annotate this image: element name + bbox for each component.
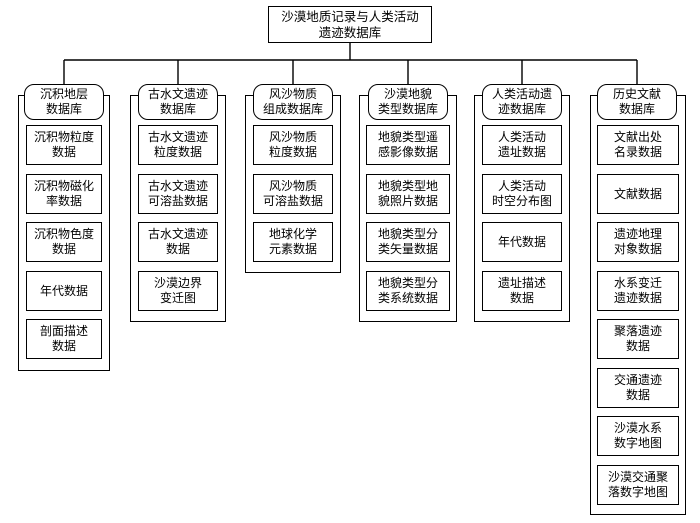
- db-item-label: 遗迹地理 对象数据: [613, 227, 662, 256]
- root-label: 沙漠地质记录与人类活动 遗迹数据库: [281, 8, 419, 40]
- db-item: 剖面描述 数据: [26, 319, 102, 359]
- db-item-label: 遗址描述 数据: [497, 276, 546, 305]
- db-item: 交通遗迹 数据: [597, 368, 679, 408]
- db-item: 地貌类型地 貌照片数据: [366, 174, 450, 214]
- db-item-label: 文献数据: [613, 186, 662, 201]
- db-header-2: 风沙物质 组成数据库: [253, 84, 333, 120]
- db-item-label: 文献出处 名录数据: [613, 130, 662, 159]
- db-item: 人类活动 遗址数据: [482, 125, 562, 165]
- db-header-3: 沙漠地貌 类型数据库: [368, 84, 448, 120]
- db-item-label: 人类活动 时空分布图: [491, 179, 552, 208]
- db-title: 沙漠地貌 类型数据库: [377, 87, 438, 116]
- db-item: 年代数据: [482, 222, 562, 262]
- db-item: 聚落遗迹 数据: [597, 319, 679, 359]
- db-item-label: 地貌类型分 类矢量数据: [377, 227, 438, 256]
- db-item: 沙漠交通聚 落数字地图: [597, 465, 679, 505]
- db-item-label: 交通遗迹 数据: [613, 373, 662, 402]
- db-item-label: 古水文遗迹 数据: [147, 227, 208, 256]
- db-item-label: 风沙物质 可溶盐数据: [262, 179, 323, 208]
- db-item: 文献数据: [597, 174, 679, 214]
- db-header-1: 古水文遗迹 数据库: [138, 84, 218, 120]
- db-item-label: 沉积物粒度 数据: [33, 130, 94, 159]
- db-item: 沙漠边界 变迁图: [138, 271, 218, 311]
- db-item-label: 古水文遗迹 粒度数据: [147, 130, 208, 159]
- db-item: 地貌类型分 类系统数据: [366, 271, 450, 311]
- db-header-4: 人类活动遗 迹数据库: [482, 84, 562, 120]
- db-item: 沙漠水系 数字地图: [597, 416, 679, 456]
- db-item: 人类活动 时空分布图: [482, 174, 562, 214]
- db-item: 遗迹地理 对象数据: [597, 222, 679, 262]
- db-title: 历史文献 数据库: [612, 87, 661, 116]
- db-item: 地貌类型遥 感影像数据: [366, 125, 450, 165]
- db-title: 风沙物质 组成数据库: [262, 87, 323, 116]
- db-item-label: 地貌类型遥 感影像数据: [377, 130, 438, 159]
- root-node: 沙漠地质记录与人类活动 遗迹数据库: [268, 6, 432, 43]
- db-item-label: 水系变迁 遗迹数据: [613, 276, 662, 305]
- db-item: 地貌类型分 类矢量数据: [366, 222, 450, 262]
- db-item-label: 沙漠交通聚 落数字地图: [607, 470, 668, 499]
- db-item: 风沙物质 粒度数据: [253, 125, 333, 165]
- db-item-label: 风沙物质 粒度数据: [268, 130, 317, 159]
- db-item: 沉积物磁化 率数据: [26, 174, 102, 214]
- db-item: 风沙物质 可溶盐数据: [253, 174, 333, 214]
- db-item: 文献出处 名录数据: [597, 125, 679, 165]
- db-item-label: 聚落遗迹 数据: [613, 324, 662, 353]
- db-item: 遗址描述 数据: [482, 271, 562, 311]
- db-item-label: 年代数据: [39, 283, 88, 298]
- db-item: 古水文遗迹 可溶盐数据: [138, 174, 218, 214]
- db-item-label: 沙漠水系 数字地图: [613, 421, 662, 450]
- db-title: 沉积地层 数据库: [39, 87, 88, 116]
- db-item: 沉积物色度 数据: [26, 222, 102, 262]
- db-item-label: 地貌类型分 类系统数据: [377, 276, 438, 305]
- db-item-label: 沉积物磁化 率数据: [33, 179, 94, 208]
- db-title: 古水文遗迹 数据库: [147, 87, 208, 116]
- db-item-label: 古水文遗迹 可溶盐数据: [147, 179, 208, 208]
- db-title: 人类活动遗 迹数据库: [491, 87, 552, 116]
- db-header-5: 历史文献 数据库: [597, 84, 677, 120]
- db-item-label: 地球化学 元素数据: [268, 227, 317, 256]
- db-item-label: 年代数据: [497, 234, 546, 249]
- db-item: 水系变迁 遗迹数据: [597, 271, 679, 311]
- db-item: 古水文遗迹 粒度数据: [138, 125, 218, 165]
- db-item: 古水文遗迹 数据: [138, 222, 218, 262]
- db-item: 沉积物粒度 数据: [26, 125, 102, 165]
- db-item-label: 人类活动 遗址数据: [497, 130, 546, 159]
- db-item: 年代数据: [26, 271, 102, 311]
- db-item-label: 沉积物色度 数据: [33, 227, 94, 256]
- db-header-0: 沉积地层 数据库: [24, 84, 104, 120]
- db-item: 地球化学 元素数据: [253, 222, 333, 262]
- db-item-label: 剖面描述 数据: [39, 324, 88, 353]
- db-item-label: 沙漠边界 变迁图: [153, 276, 202, 305]
- db-item-label: 地貌类型地 貌照片数据: [377, 179, 438, 208]
